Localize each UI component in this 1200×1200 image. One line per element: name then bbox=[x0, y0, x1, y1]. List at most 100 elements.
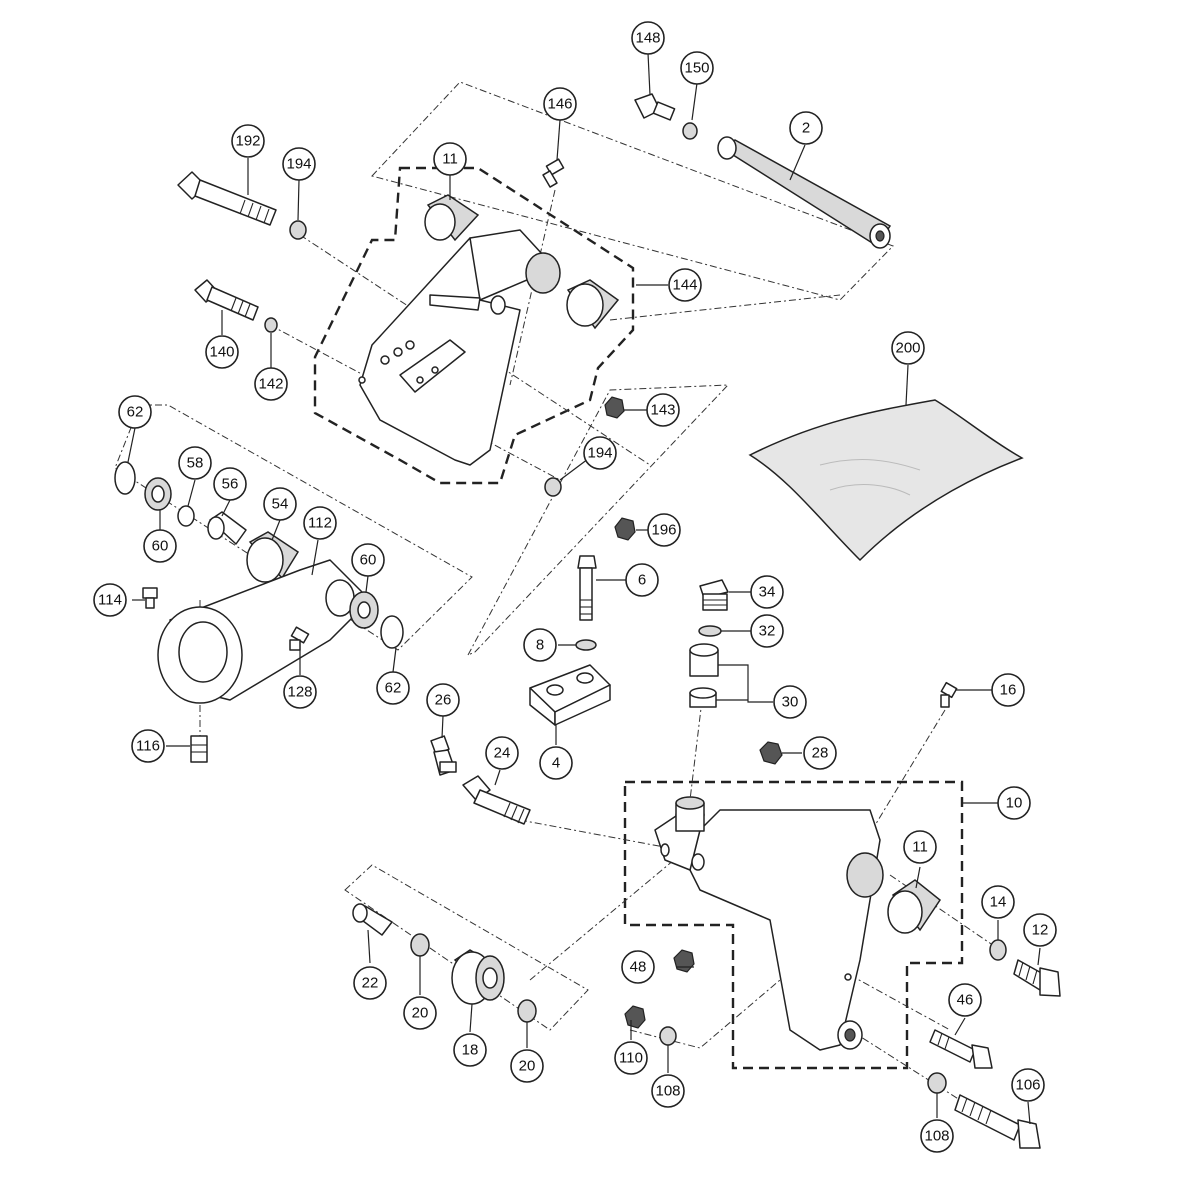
callout-200: 200 bbox=[891, 331, 925, 365]
callout-label: 2 bbox=[802, 120, 810, 137]
callout-62-right: 62 bbox=[376, 671, 410, 705]
clamp-block-4 bbox=[529, 664, 611, 726]
callout-label: 148 bbox=[635, 30, 660, 47]
axis-line-bolt-140 bbox=[269, 324, 561, 481]
callout-label: 150 bbox=[684, 60, 709, 77]
callout-label: 192 bbox=[235, 133, 260, 150]
bolt-46 bbox=[929, 1029, 993, 1069]
axis-line-bushing bbox=[609, 294, 841, 321]
callout-22: 22 bbox=[353, 966, 387, 1000]
callout-label: 16 bbox=[1000, 682, 1017, 699]
bolt-148 bbox=[634, 93, 676, 121]
callout-label: 6 bbox=[638, 572, 646, 589]
bushing-11-right bbox=[566, 279, 620, 330]
nut-110 bbox=[624, 1005, 646, 1029]
callout-label: 128 bbox=[287, 684, 312, 701]
callout-46: 46 bbox=[948, 983, 982, 1017]
callout-label: 22 bbox=[362, 975, 379, 992]
callout-label: 116 bbox=[136, 738, 160, 755]
callout-label: 24 bbox=[494, 745, 511, 762]
bolt-192 bbox=[177, 171, 277, 226]
mount-boundary bbox=[466, 384, 730, 657]
callout-194-middle: 194 bbox=[583, 436, 617, 470]
pin-22 bbox=[352, 903, 393, 936]
fitting-16 bbox=[940, 681, 958, 708]
callout-194: 194 bbox=[282, 147, 316, 181]
bolt-12 bbox=[1013, 959, 1061, 997]
callout-140: 140 bbox=[205, 335, 239, 369]
callout-label: 28 bbox=[812, 745, 829, 762]
callout-192: 192 bbox=[231, 124, 265, 158]
axis-line-bolt-192 bbox=[299, 234, 651, 466]
callout-18: 18 bbox=[453, 1033, 487, 1067]
axis-line-bolt-46 bbox=[849, 974, 951, 1031]
callout-54: 54 bbox=[263, 487, 297, 521]
callout-label: 108 bbox=[655, 1083, 680, 1100]
callout-106: 106 bbox=[1011, 1068, 1045, 1102]
nut-28 bbox=[759, 741, 783, 765]
callout-label: 108 bbox=[924, 1128, 949, 1145]
callout-label: 18 bbox=[462, 1042, 479, 1059]
callout-34: 34 bbox=[750, 575, 784, 609]
callout-142: 142 bbox=[254, 367, 288, 401]
callout-label: 110 bbox=[619, 1050, 643, 1067]
callout-label: 14 bbox=[990, 894, 1007, 911]
bushing-11-lower bbox=[887, 879, 942, 934]
washer-14 bbox=[989, 939, 1007, 961]
callout-label: 106 bbox=[1015, 1077, 1040, 1094]
callout-62: 62 bbox=[118, 395, 152, 429]
callout-label: 196 bbox=[651, 522, 676, 539]
callout-4: 4 bbox=[539, 746, 573, 780]
callout-label: 10 bbox=[1006, 795, 1023, 812]
callout-56: 56 bbox=[213, 467, 247, 501]
bushing-11-upper bbox=[424, 194, 480, 242]
bolt-140 bbox=[194, 279, 259, 321]
callout-list: 148 150 2 146 192 194 11 144 140 142 143… bbox=[93, 21, 1057, 1153]
nut-196 bbox=[614, 517, 636, 541]
callout-label: 142 bbox=[258, 376, 283, 393]
callout-6: 6 bbox=[625, 563, 659, 597]
bushing-54 bbox=[246, 531, 300, 583]
link-assembly-boundary bbox=[114, 404, 473, 651]
bearing-60-left bbox=[144, 477, 172, 511]
callout-60-right: 60 bbox=[351, 543, 385, 577]
callout-label: 114 bbox=[98, 592, 122, 609]
callout-112: 112 bbox=[303, 506, 337, 540]
callout-label: 56 bbox=[222, 476, 239, 493]
callout-60-left: 60 bbox=[143, 529, 177, 563]
rod-2 bbox=[717, 136, 892, 249]
callout-116: 116 bbox=[131, 729, 165, 763]
callout-8: 8 bbox=[523, 628, 557, 662]
callout-11: 11 bbox=[433, 142, 467, 176]
callout-16: 16 bbox=[991, 673, 1025, 707]
callout-label: 26 bbox=[435, 692, 452, 709]
link-112 bbox=[157, 559, 371, 704]
axis-line-spacer-30 bbox=[689, 699, 703, 801]
spacer-30-upper bbox=[689, 643, 719, 677]
plug-34 bbox=[699, 579, 729, 611]
upper-arm-144 bbox=[358, 229, 561, 466]
bolt-6 bbox=[577, 555, 597, 621]
callout-128: 128 bbox=[283, 675, 317, 709]
callout-143: 143 bbox=[646, 393, 680, 427]
callout-label: 200 bbox=[895, 340, 920, 357]
bolt-24 bbox=[462, 775, 531, 825]
axis-line-roller bbox=[529, 854, 681, 981]
callout-58: 58 bbox=[178, 446, 212, 480]
callout-146: 146 bbox=[543, 87, 577, 121]
o-ring-62-left bbox=[114, 461, 136, 495]
callout-label: 144 bbox=[672, 277, 697, 294]
callout-label: 34 bbox=[759, 584, 776, 601]
callout-108-left: 108 bbox=[651, 1074, 685, 1108]
callout-196: 196 bbox=[647, 513, 681, 547]
callout-label: 32 bbox=[759, 623, 776, 640]
callout-label: 46 bbox=[957, 992, 974, 1009]
axis-line-bolt-12 bbox=[889, 874, 1001, 951]
set-screw-116 bbox=[190, 735, 208, 763]
arm-assembly-boundary-144 bbox=[313, 166, 635, 485]
callout-20-right: 20 bbox=[510, 1049, 544, 1083]
bracket-assembly-boundary-10 bbox=[623, 780, 964, 1070]
callout-110: 110 bbox=[614, 1041, 648, 1075]
washer-150 bbox=[682, 122, 698, 140]
callout-label: 194 bbox=[587, 445, 612, 462]
